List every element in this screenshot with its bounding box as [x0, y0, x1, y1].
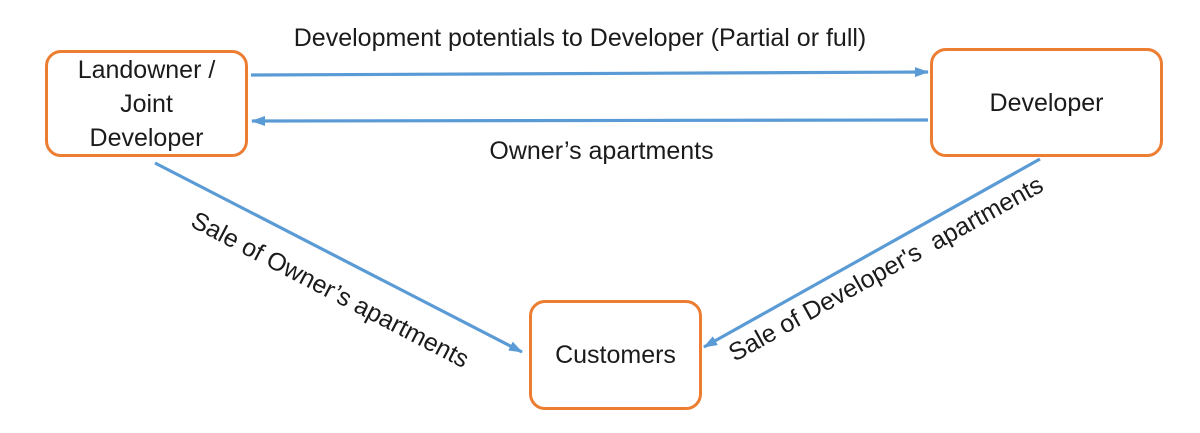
arrow-owners-apartments: [251, 115, 929, 126]
node-landowner-joint-developer: Landowner / Joint Developer: [45, 50, 248, 157]
node-developer: Developer: [930, 48, 1163, 157]
arrow-development-potentials: [250, 67, 929, 78]
edge-label-owners-apartments: Owner’s apartments: [489, 137, 714, 165]
node-customers-label: Customers: [555, 341, 676, 369]
node-developer-label: Developer: [989, 88, 1104, 117]
node-landowner-label: Landowner / Joint Developer: [77, 55, 216, 152]
arrow-sale-of-owners-apartments: [154, 161, 523, 354]
arrow-sale-of-developers-apartments: [703, 157, 1041, 349]
edge-label-development-potentials: Development potentials to Developer (Par…: [293, 24, 867, 52]
node-customers: Customers: [529, 300, 702, 410]
